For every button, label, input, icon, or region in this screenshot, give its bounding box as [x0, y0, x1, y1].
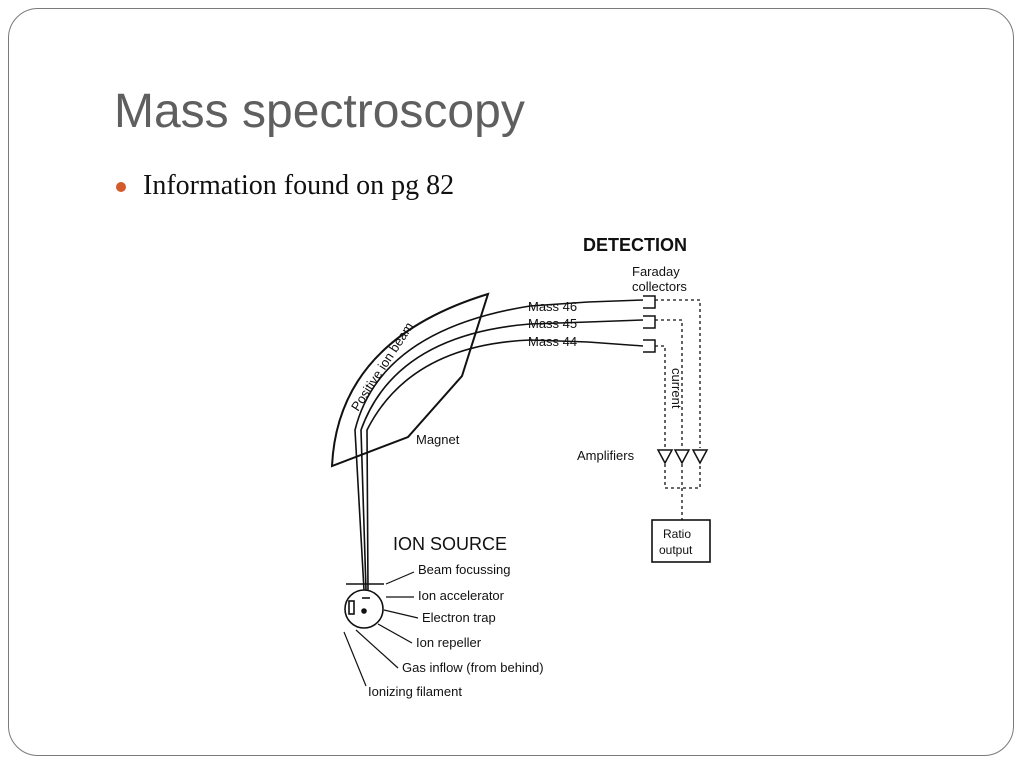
amplifier-icon-3: [691, 449, 709, 465]
ion-source-title: ION SOURCE: [393, 534, 507, 554]
detection-title: DETECTION: [583, 235, 687, 255]
mass-44-label: Mass 44: [528, 334, 577, 349]
beam-focussing-label: Beam focussing: [418, 562, 511, 577]
source-pointers: [343, 571, 419, 687]
amplifier-icon-2: [673, 449, 691, 465]
ratio-label: Ratio: [663, 527, 691, 541]
magnet-sector: [330, 292, 490, 468]
magnet-label: Magnet: [416, 432, 460, 447]
bullet-icon: [116, 182, 126, 192]
ion-accelerator-label: Ion accelerator: [418, 588, 505, 603]
slide-title: Mass spectroscopy: [114, 85, 525, 138]
current-label: current: [669, 368, 684, 409]
electron-trap-label: Electron trap: [422, 610, 496, 625]
amplifiers-label: Amplifiers: [577, 448, 635, 463]
ion-beams: [354, 301, 589, 591]
beam-path-46: [354, 301, 589, 591]
beam-path-44: [366, 339, 589, 591]
ion-source: [344, 583, 384, 629]
bullet-text: Information found on pg 82: [143, 170, 455, 201]
mass-45-label: Mass 45: [528, 316, 577, 331]
beam-path-45: [360, 321, 589, 591]
mass-46-label: Mass 46: [528, 299, 577, 314]
output-label: output: [659, 543, 693, 557]
faraday-label: Faraday: [632, 264, 680, 279]
signal-lines: [655, 299, 701, 520]
gas-inflow-label: Gas inflow (from behind): [402, 660, 544, 675]
ionizing-filament-label: Ionizing filament: [368, 684, 462, 699]
ion-repeller-label: Ion repeller: [416, 635, 482, 650]
collector-lines: [587, 295, 656, 353]
ratio-output-box: [651, 519, 711, 563]
amplifier-icons: [656, 449, 709, 465]
collectors-label: collectors: [632, 279, 687, 294]
slide-frame: [8, 8, 1014, 756]
amplifier-icon-1: [656, 449, 674, 465]
